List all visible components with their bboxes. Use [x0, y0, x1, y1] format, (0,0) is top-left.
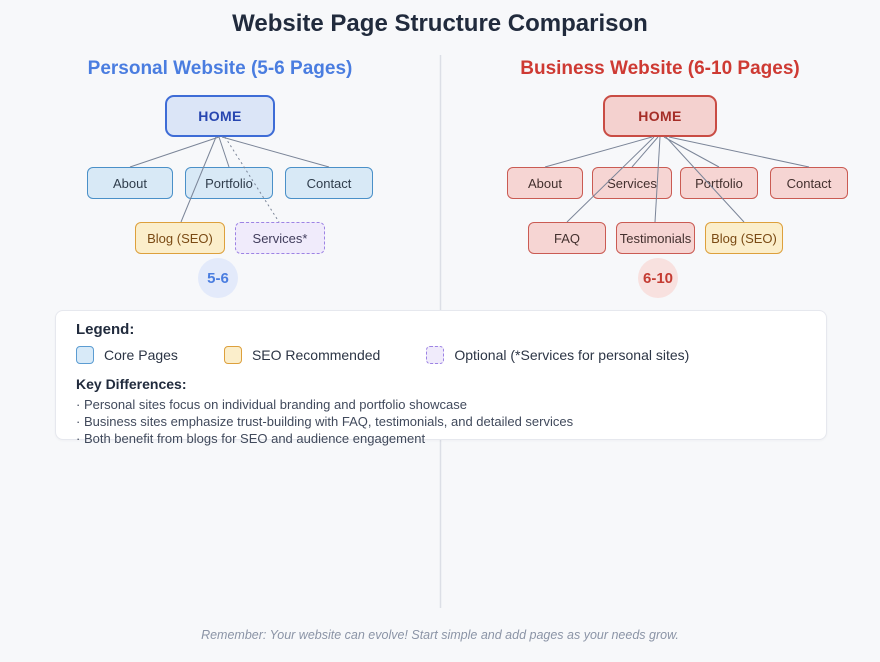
legend-item-core-pages: Core Pages: [76, 346, 178, 364]
personal-page-count-badge: 5-6: [198, 258, 238, 298]
personal-node-contact: Contact: [285, 167, 373, 199]
legend-title: Legend:: [76, 321, 135, 338]
personal-node-portfolio: Portfolio: [185, 167, 273, 199]
footer-note: Remember: Your website can evolve! Start…: [201, 628, 679, 642]
personal-node-about: About: [87, 167, 173, 199]
key-differences-bullet-3: · Both benefit from blogs for SEO and au…: [76, 431, 426, 446]
business-page-count-badge: 6-10: [638, 258, 678, 298]
personal-node-blog-seo: Blog (SEO): [135, 222, 225, 254]
seo-recommended-swatch-icon: [223, 346, 242, 364]
key-differences-title: Key Differences:: [76, 376, 187, 392]
personal-home-node: HOME: [165, 95, 275, 137]
legend-item-optional: Optional (*Services for personal sites): [426, 346, 689, 364]
legend-label: Core Pages: [104, 347, 178, 363]
business-node-about: About: [507, 167, 583, 199]
key-differences-bullet-1: · Personal sites focus on individual bra…: [76, 397, 467, 412]
optional-swatch-icon: [426, 346, 445, 364]
core-pages-swatch-icon: [76, 346, 94, 364]
business-node-testimonials: Testimonials: [616, 222, 695, 254]
legend-card: Legend: Core Pages SEO Recommended Optio…: [55, 310, 827, 446]
business-section-heading: Business Website (6-10 Pages): [520, 58, 800, 79]
business-node-blog-seo: Blog (SEO): [705, 222, 783, 254]
legend-label: Optional (*Services for personal sites): [454, 347, 690, 363]
business-node-contact: Contact: [770, 167, 848, 199]
business-node-faq: FAQ: [528, 222, 606, 254]
business-node-portfolio: Portfolio: [680, 167, 758, 199]
key-differences-bullet-2: · Business sites emphasize trust-buildin…: [76, 414, 574, 429]
legend-item-seo-recommended: SEO Recommended: [223, 346, 381, 364]
legend-row: Core Pages SEO Recommended Optional (*Se…: [76, 346, 806, 364]
page-title: Website Page Structure Comparison: [232, 10, 648, 37]
personal-section-heading: Personal Website (5-6 Pages): [87, 58, 353, 79]
business-home-node: HOME: [603, 95, 717, 137]
business-node-services: Services: [592, 167, 672, 199]
legend-label: SEO Recommended: [251, 347, 381, 363]
personal-node-services-optional: Services*: [235, 222, 325, 254]
